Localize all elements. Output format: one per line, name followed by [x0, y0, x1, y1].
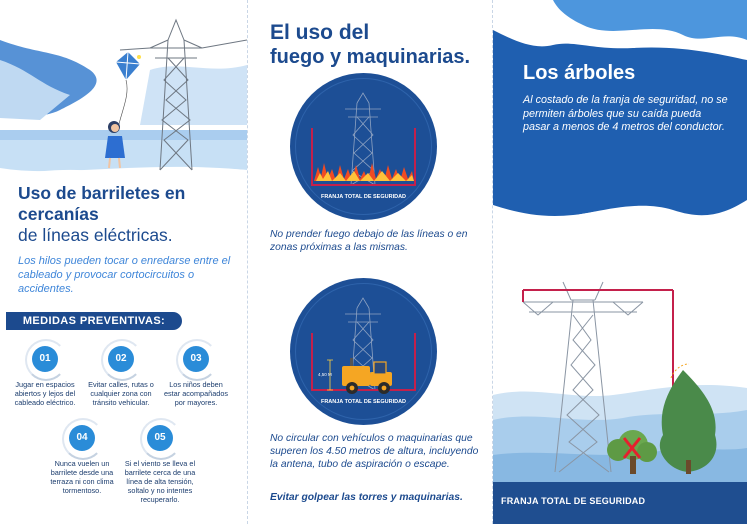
step-text: Los niños deben estar acompañados por ma…	[163, 380, 229, 407]
crossed-tree-icon	[607, 430, 657, 474]
safety-strip-caption: FRANJA TOTAL DE SEGURIDAD	[320, 194, 407, 200]
step-05: 05 Si el viento se lleva el barrilete ce…	[124, 418, 196, 504]
tractor-icon	[342, 358, 392, 394]
vehicles-note: No circular con vehículos o maquinarias …	[270, 433, 479, 470]
machinery-circle: 4,50 M FRANJA TOTAL DE SEGURIDAD	[290, 278, 437, 425]
title-light: El uso del	[270, 21, 370, 44]
step-04: 04 Nunca vuelen un barrilete desde una t…	[46, 418, 118, 495]
step-number: 03	[176, 339, 218, 381]
step-01: 01 Jugar en espacios abiertos y lejos de…	[10, 339, 80, 407]
step-number: 05	[140, 418, 182, 460]
step-02: 02 Evitar calles, rutas o cualquier zona…	[85, 339, 157, 407]
trees-illustration	[493, 281, 747, 524]
step-number: 02	[101, 339, 143, 381]
step-number: 01	[25, 339, 67, 381]
step-03: 03 Los niños deben estar acompañados por…	[162, 339, 230, 407]
step-number: 04	[62, 418, 104, 460]
tower-icon	[522, 281, 644, 473]
trees-background	[493, 0, 747, 300]
kite-illustration	[0, 0, 247, 200]
step-text: Nunca vuelen un barrilete desde una terr…	[50, 459, 114, 495]
towers-note: Evitar golpear las torres y maquinarias.	[270, 492, 463, 503]
panel-trees: Los árboles Al costado de la franja de s…	[493, 0, 747, 524]
title-light: de líneas eléctricas.	[18, 225, 173, 245]
safety-strip-caption: FRANJA TOTAL DE SEGURIDAD	[320, 399, 407, 405]
tower-icon	[345, 92, 381, 186]
step-text: Jugar en espacios abiertos y lejos del c…	[14, 380, 76, 407]
fire-note: No prender fuego debajo de las líneas o …	[270, 229, 468, 253]
step-text: Si el viento se lleva el barrilete cerca…	[124, 459, 196, 504]
panel-fire-machinery: El uso del fuego y maquinarias. FRANJA T…	[247, 0, 493, 524]
title-bold: Uso de barriletes en cercanías	[18, 183, 186, 224]
page-title: Uso de barriletes en cercanías de líneas…	[18, 183, 243, 246]
safety-strip-label: FRANJA TOTAL DE SEGURIDAD	[501, 496, 646, 506]
title-bold: fuego y maquinarias.	[270, 46, 471, 68]
girl-icon	[105, 121, 125, 169]
tree-icon	[659, 363, 717, 474]
tower-icon	[119, 18, 247, 171]
trees-description: Al costado de la franja de seguridad, no…	[523, 94, 728, 133]
fire-title: El uso del fuego y maquinarias.	[270, 20, 470, 69]
height-label: 4,50 M	[318, 372, 332, 377]
kites-description: Los hilos pueden tocar o enredarse entre…	[18, 255, 231, 295]
fire-circle: FRANJA TOTAL DE SEGURIDAD	[290, 73, 437, 220]
kite-icon	[115, 51, 141, 129]
fire-icon	[314, 163, 414, 181]
tower-icon	[345, 297, 381, 391]
trees-title: Los árboles	[523, 62, 636, 84]
panel-kites: Uso de barriletes en cercanías de líneas…	[0, 0, 247, 524]
measures-heading: MEDIDAS PREVENTIVAS:	[6, 312, 182, 330]
step-text: Evitar calles, rutas o cualquier zona co…	[88, 380, 154, 407]
